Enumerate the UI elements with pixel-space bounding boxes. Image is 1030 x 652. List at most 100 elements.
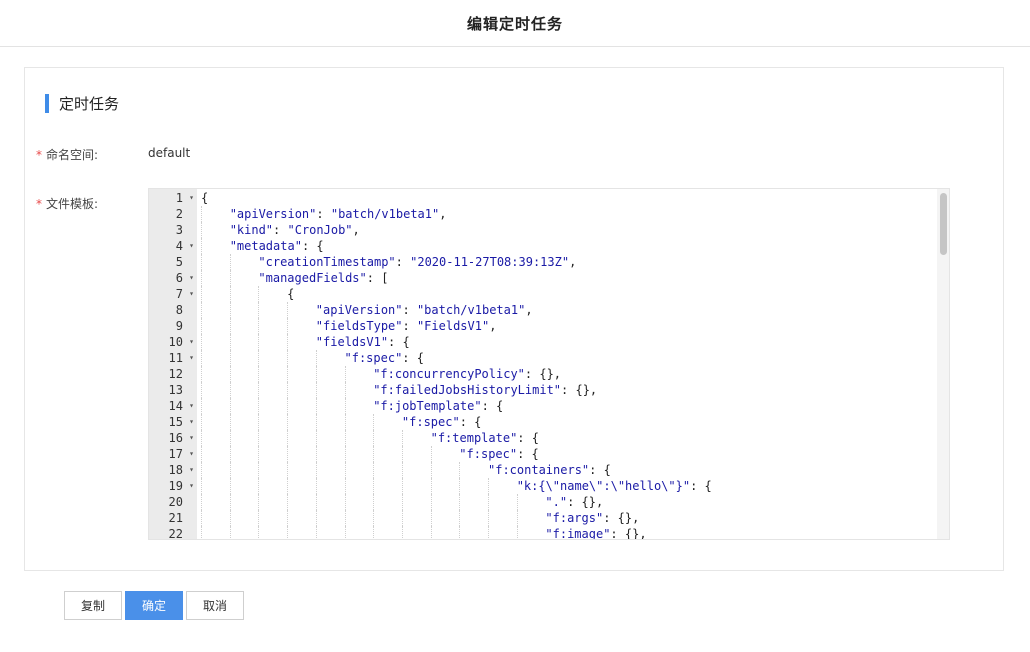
- required-mark: *: [36, 148, 42, 162]
- json-punctuation: ,: [569, 255, 577, 269]
- line-number-text: 4: [175, 239, 183, 253]
- scrollbar-thumb[interactable]: [940, 193, 947, 255]
- indent-guide: [229, 318, 231, 334]
- indent-guide: [229, 446, 231, 462]
- line-number: 6▾: [149, 270, 197, 286]
- indent-guide: [201, 510, 202, 526]
- line-number: 17 ▾: [149, 446, 197, 462]
- json-key: "f:containers": [488, 463, 590, 477]
- indent-guide: [401, 446, 403, 462]
- json-key: "f:args": [545, 511, 604, 525]
- indent-guide: [373, 494, 375, 510]
- indent-guide: [401, 430, 403, 446]
- line-number-text: 19: [168, 479, 183, 493]
- code-text: "f:spec": {: [345, 350, 424, 366]
- code-area[interactable]: {"apiVersion": "batch/v1beta1","kind": "…: [197, 189, 937, 539]
- fold-toggle-icon[interactable]: ▾: [189, 449, 194, 458]
- line-number-text: 3: [175, 223, 183, 237]
- confirm-button[interactable]: 确定: [125, 591, 183, 620]
- line-number-text: 10: [168, 335, 183, 349]
- indent-guide: [430, 462, 432, 478]
- indent-guide: [488, 510, 489, 526]
- json-punctuation: : {: [589, 463, 611, 477]
- copy-button[interactable]: 复制: [64, 591, 122, 620]
- indent-guide: [258, 446, 260, 462]
- indent-guide: [287, 414, 289, 430]
- json-punctuation: : {},: [524, 367, 562, 381]
- fold-toggle-icon[interactable]: ▾: [189, 337, 194, 346]
- json-string: "batch/v1beta1": [416, 303, 526, 317]
- fold-toggle-icon[interactable]: ▾: [189, 273, 194, 282]
- line-number-text: 21: [168, 511, 183, 525]
- indent-guide: [201, 254, 202, 270]
- code-text: "fieldsType": "FieldsV1",: [316, 318, 497, 334]
- indent-guide: [315, 350, 317, 366]
- code-line: "f:jobTemplate": {: [197, 398, 937, 414]
- line-number-text: 14: [168, 399, 183, 413]
- json-punctuation: :: [402, 319, 417, 333]
- indent-guide: [201, 270, 202, 286]
- line-number: 13: [149, 382, 197, 398]
- json-key: "k:{\"name\":\"hello\"}": [516, 479, 691, 493]
- indent-guide: [201, 222, 202, 238]
- fold-toggle-icon[interactable]: ▾: [189, 417, 194, 426]
- json-key: "f:image": [545, 527, 611, 539]
- indent-guide: [258, 478, 260, 494]
- code-text: "f:image": {},: [545, 526, 646, 539]
- code-text: "f:jobTemplate": {: [373, 398, 503, 414]
- json-punctuation: {: [201, 191, 209, 205]
- fold-toggle-icon[interactable]: ▾: [189, 353, 194, 362]
- code-text: ".": {},: [545, 494, 603, 510]
- indent-guide: [373, 510, 375, 526]
- editor-scrollbar[interactable]: [937, 189, 949, 539]
- code-line: "creationTimestamp": "2020-11-27T08:39:1…: [197, 254, 937, 270]
- indent-guide: [344, 430, 346, 446]
- code-text: "k:{\"name\":\"hello\"}": {: [517, 478, 712, 494]
- line-number-text: 2: [175, 207, 183, 221]
- indent-guide: [258, 334, 260, 350]
- indent-guide: [315, 398, 317, 414]
- json-punctuation: : {: [301, 239, 324, 253]
- indent-guide: [201, 446, 202, 462]
- fold-toggle-icon[interactable]: ▾: [189, 193, 194, 202]
- json-punctuation: {: [287, 287, 295, 301]
- indent-guide: [201, 238, 202, 254]
- indent-guide: [201, 350, 202, 366]
- namespace-value: default: [148, 146, 191, 160]
- code-line: "f:args": {},: [197, 510, 937, 526]
- fold-toggle-icon[interactable]: ▾: [189, 241, 194, 250]
- line-number-text: 1: [175, 191, 183, 205]
- fold-toggle-icon[interactable]: ▾: [189, 465, 194, 474]
- fold-toggle-icon[interactable]: ▾: [189, 481, 194, 490]
- json-key: "creationTimestamp": [258, 255, 396, 269]
- indent-guide: [287, 350, 289, 366]
- json-key: "f:spec": [344, 351, 403, 365]
- indent-guide: [287, 478, 289, 494]
- indent-guide: [287, 334, 289, 350]
- indent-guide: [287, 494, 289, 510]
- code-text: "apiVersion": "batch/v1beta1",: [316, 302, 533, 318]
- section-title: 定时任务: [59, 94, 120, 113]
- indent-guide: [315, 494, 317, 510]
- indent-guide: [430, 526, 432, 539]
- indent-guide: [315, 462, 317, 478]
- fold-toggle-icon[interactable]: ▾: [189, 289, 194, 298]
- code-line: "f:template": {: [197, 430, 937, 446]
- indent-guide: [201, 414, 202, 430]
- fold-toggle-icon[interactable]: ▾: [189, 401, 194, 410]
- json-punctuation: :: [402, 303, 417, 317]
- json-punctuation: : {: [459, 415, 482, 429]
- line-number-text: 17: [168, 447, 183, 461]
- line-number: 3: [149, 222, 197, 238]
- indent-guide: [344, 446, 346, 462]
- json-key: "f:spec": [459, 447, 518, 461]
- code-line: "fieldsType": "FieldsV1",: [197, 318, 937, 334]
- indent-guide: [229, 430, 231, 446]
- code-line: "metadata": {: [197, 238, 937, 254]
- cancel-button[interactable]: 取消: [186, 591, 244, 620]
- indent-guide: [287, 398, 289, 414]
- indent-guide: [459, 510, 461, 526]
- fold-toggle-icon[interactable]: ▾: [189, 433, 194, 442]
